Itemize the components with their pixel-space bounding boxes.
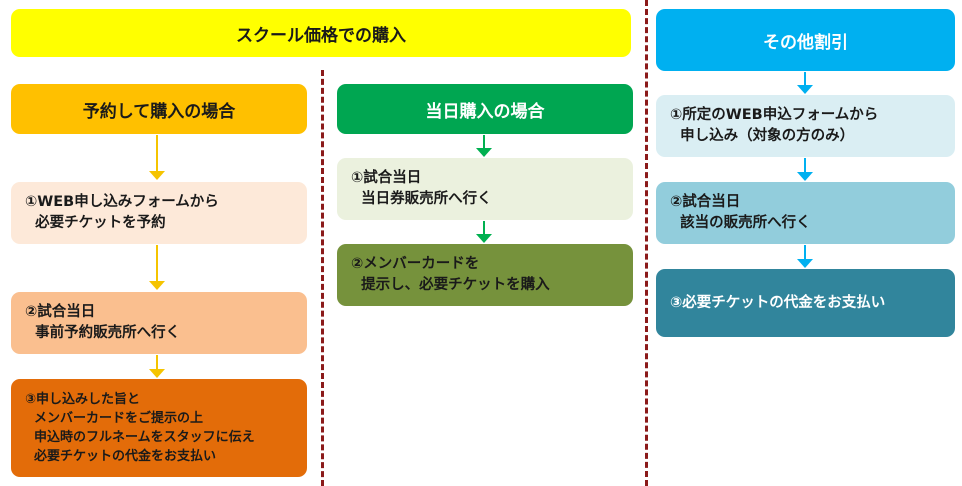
other-step-3: ③必要チケットの代金をお支払い [656, 269, 955, 337]
arrow-down-icon [147, 135, 167, 180]
arrow-down-icon [474, 135, 494, 157]
sameday-step-1: ①試合当日 当日券販売所へ行く [337, 158, 633, 220]
banner-text: スクール価格での購入 [236, 25, 406, 46]
divider-right [645, 0, 648, 486]
arrow-down-icon [795, 72, 815, 94]
sameday-header: 当日購入の場合 [337, 84, 633, 134]
other-discount-header: その他割引 [656, 9, 955, 71]
arrow-down-icon [147, 245, 167, 290]
other-step-2: ②試合当日 該当の販売所へ行く [656, 182, 955, 244]
sameday-step-2: ②メンバーカードを 提示し、必要チケットを購入 [337, 244, 633, 306]
arrow-down-icon [474, 221, 494, 243]
reservation-header: 予約して購入の場合 [11, 84, 307, 134]
arrow-down-icon [795, 245, 815, 268]
reservation-step-3: ③申し込みした旨と メンバーカードをご提示の上 申込時のフルネームをスタッフに伝… [11, 379, 307, 477]
reservation-step-2: ②試合当日 事前予約販売所へ行く [11, 292, 307, 354]
reservation-step-1: ①WEB申し込みフォームから 必要チケットを予約 [11, 182, 307, 244]
school-price-banner: スクール価格での購入 [11, 9, 631, 57]
arrow-down-icon [795, 158, 815, 181]
arrow-down-icon [147, 355, 167, 378]
divider-left [321, 70, 324, 486]
other-step-1: ①所定のWEB申込フォームから 申し込み（対象の方のみ） [656, 95, 955, 157]
